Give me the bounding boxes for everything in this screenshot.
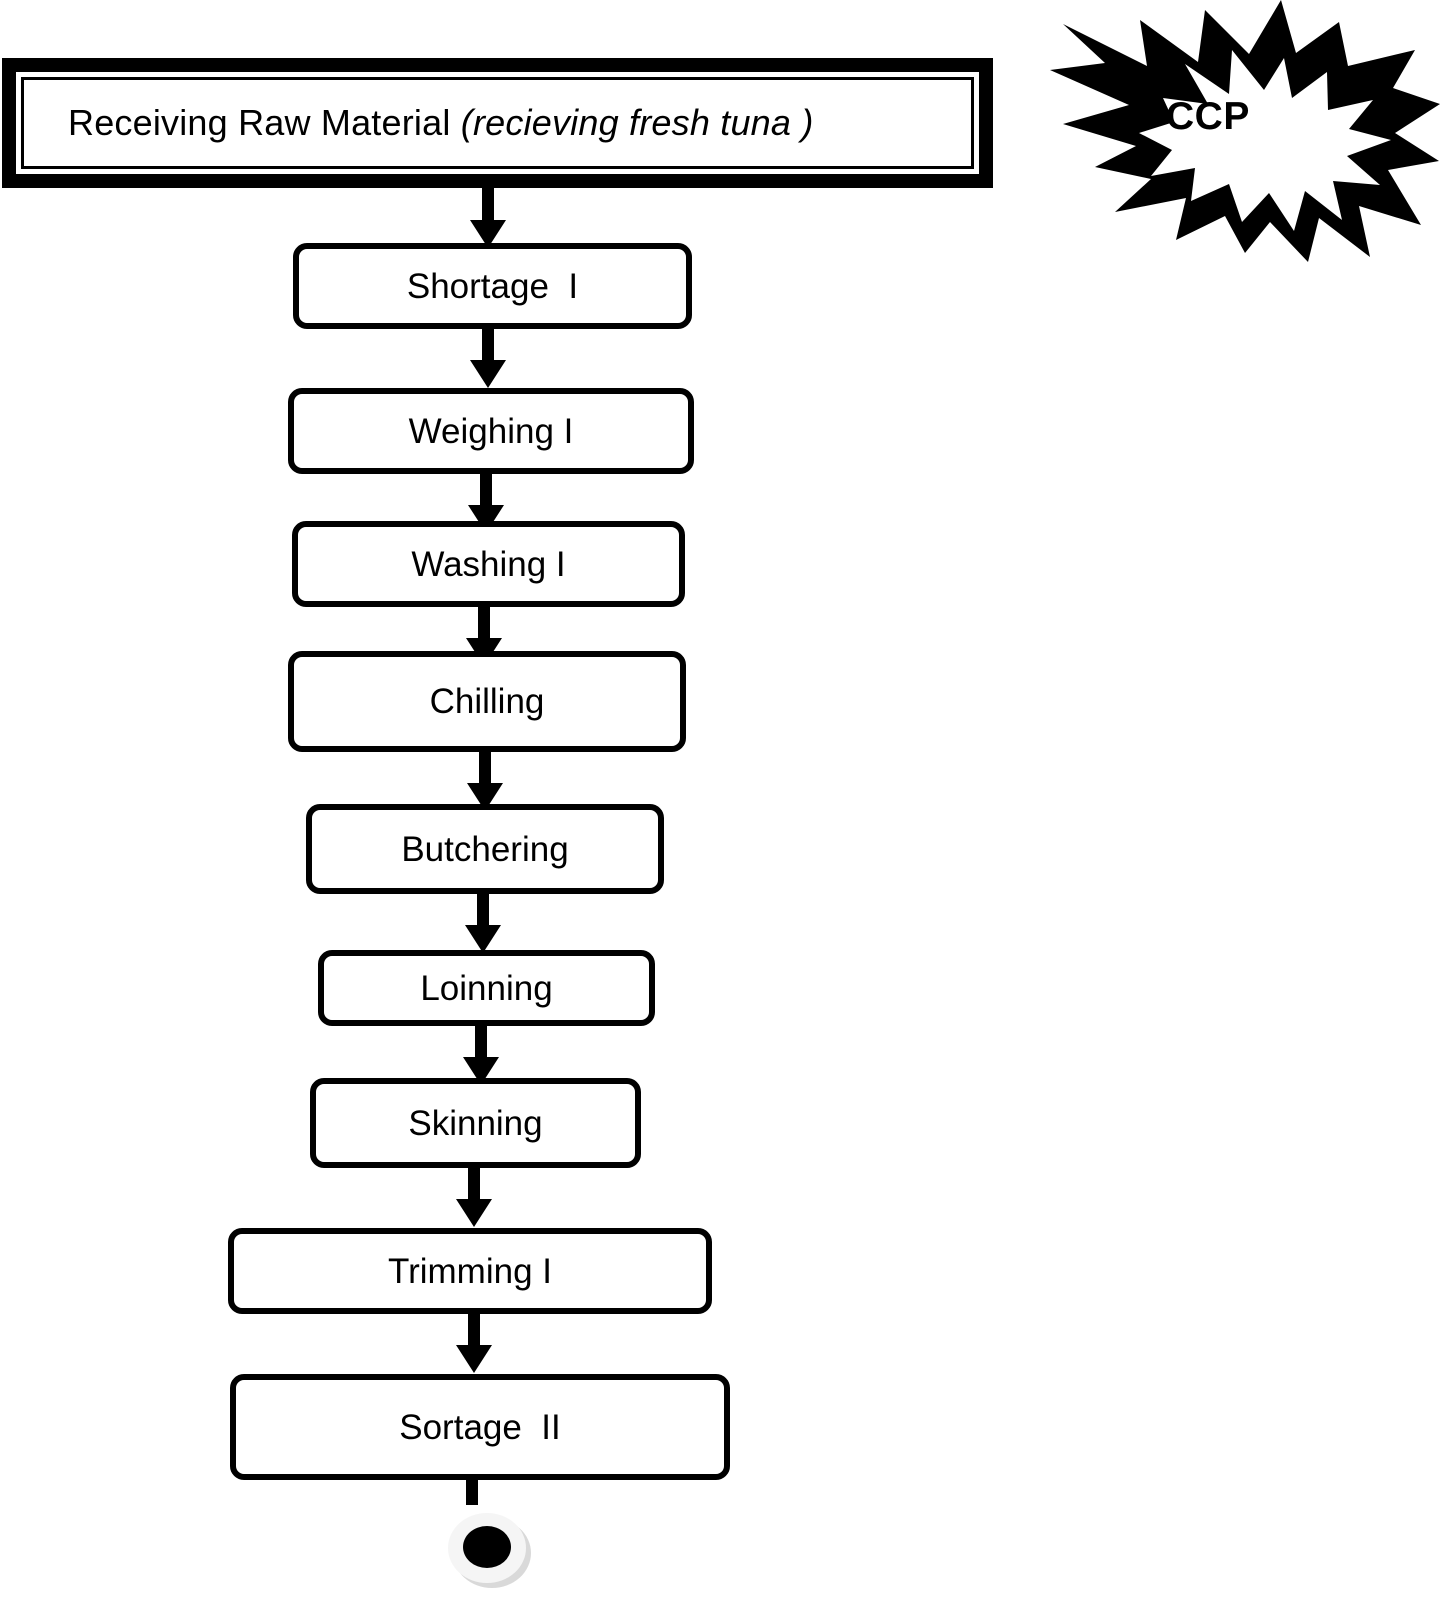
process-box-washing-i[interactable]: Washing I xyxy=(292,521,685,607)
connector-arrow-9 xyxy=(452,1311,496,1373)
header-box-inner-frame: Receiving Raw Material (recieving fresh … xyxy=(21,77,974,169)
connector-stub-end xyxy=(466,1477,478,1505)
process-box-shortage-i[interactable]: Shortage I xyxy=(293,243,692,329)
process-box-label: Shortage I xyxy=(406,266,579,306)
header-box-label-note: (recieving fresh tuna ) xyxy=(460,102,814,143)
starburst-icon xyxy=(1050,0,1440,262)
connector-arrow-1 xyxy=(466,186,510,248)
connector-arrow-8 xyxy=(452,1165,496,1227)
connector-arrow-6 xyxy=(461,891,505,953)
process-box-skinning[interactable]: Skinning xyxy=(310,1078,641,1168)
process-box-weighing-i[interactable]: Weighing I xyxy=(288,388,694,474)
end-node-icon xyxy=(448,1513,531,1588)
end-terminator-node[interactable] xyxy=(436,1498,544,1593)
process-box-label: Chilling xyxy=(429,682,545,721)
process-box-label: Skinning xyxy=(408,1103,543,1143)
connector-arrow-7 xyxy=(459,1023,503,1085)
process-box-butchering[interactable]: Butchering xyxy=(306,804,664,894)
ccp-badge-label: CCP xyxy=(1166,95,1250,138)
process-box-label: Sortage II xyxy=(399,1407,561,1447)
process-box-label: Butchering xyxy=(401,829,569,869)
process-box-loinning[interactable]: Loinning xyxy=(318,950,655,1026)
process-box-trimming-i[interactable]: Trimming I xyxy=(228,1228,712,1314)
process-box-receiving-raw-material[interactable]: Receiving Raw Material (recieving fresh … xyxy=(2,58,993,188)
connector-arrow-5 xyxy=(463,749,507,811)
process-box-label: Loinning xyxy=(420,968,553,1008)
process-box-label: Trimming I xyxy=(388,1251,552,1291)
header-box-label: Receiving Raw Material (recieving fresh … xyxy=(24,102,814,144)
process-box-label: Weighing I xyxy=(408,411,574,451)
process-box-chilling[interactable]: Chilling xyxy=(288,651,686,752)
connector-arrow-2 xyxy=(466,326,510,388)
connector-arrow-4 xyxy=(462,604,506,666)
process-box-sortage-ii[interactable]: Sortage II xyxy=(230,1374,730,1480)
ccp-starburst-badge[interactable]: CCP xyxy=(1043,0,1440,262)
connector-arrow-3 xyxy=(464,471,508,533)
header-box-label-main: Receiving Raw Material xyxy=(68,102,461,143)
process-box-label: Washing I xyxy=(411,544,566,584)
